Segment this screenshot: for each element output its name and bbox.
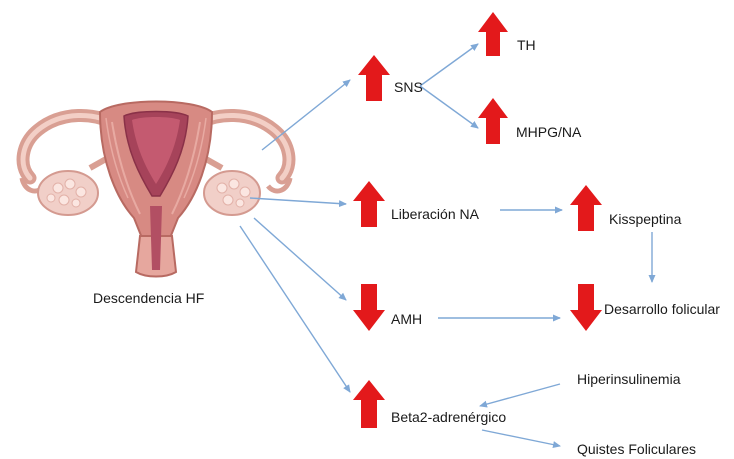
node-label-sns: SNS	[394, 79, 423, 95]
node-label-desarrollo: Desarrollo folicular	[604, 301, 720, 317]
source-label: Descendencia HF	[93, 290, 204, 306]
connector-ovary-beta2	[240, 226, 350, 392]
up-arrow-icon-beta2	[353, 380, 385, 428]
up-arrow-icon-sns	[358, 55, 390, 101]
connector-sns-th	[420, 44, 478, 86]
connector-beta2-quistes	[482, 430, 560, 446]
connector-sns-mhpg	[420, 86, 478, 128]
up-arrow-icon-mhpg	[478, 98, 508, 144]
down-arrow-icon-amh	[353, 284, 385, 331]
node-label-kisspeptina: Kisspeptina	[609, 211, 681, 227]
node-label-beta2: Beta2-adrenérgico	[391, 409, 506, 425]
node-label-mhpg: MHPG/NA	[516, 124, 581, 140]
connector-hiperinsulinemia-beta2	[480, 384, 560, 406]
down-arrow-icon-desarrollo	[570, 284, 602, 331]
up-arrow-icon-th	[478, 12, 508, 56]
node-label-liberacion: Liberación NA	[391, 206, 479, 222]
node-label-th: TH	[517, 37, 536, 53]
connector-ovary-amh	[254, 218, 346, 300]
node-label-hiperinsulinemia: Hiperinsulinemia	[577, 371, 681, 387]
connector-ovary-sns	[262, 80, 350, 150]
uterus-illustration	[22, 102, 290, 277]
node-label-quistes: Quistes Foliculares	[577, 441, 696, 457]
node-label-amh: AMH	[391, 311, 422, 327]
connector-ovary-liberacion	[250, 198, 346, 204]
up-arrow-icon-liberacion	[353, 181, 385, 227]
up-arrow-icon-kisspeptina	[570, 185, 602, 231]
